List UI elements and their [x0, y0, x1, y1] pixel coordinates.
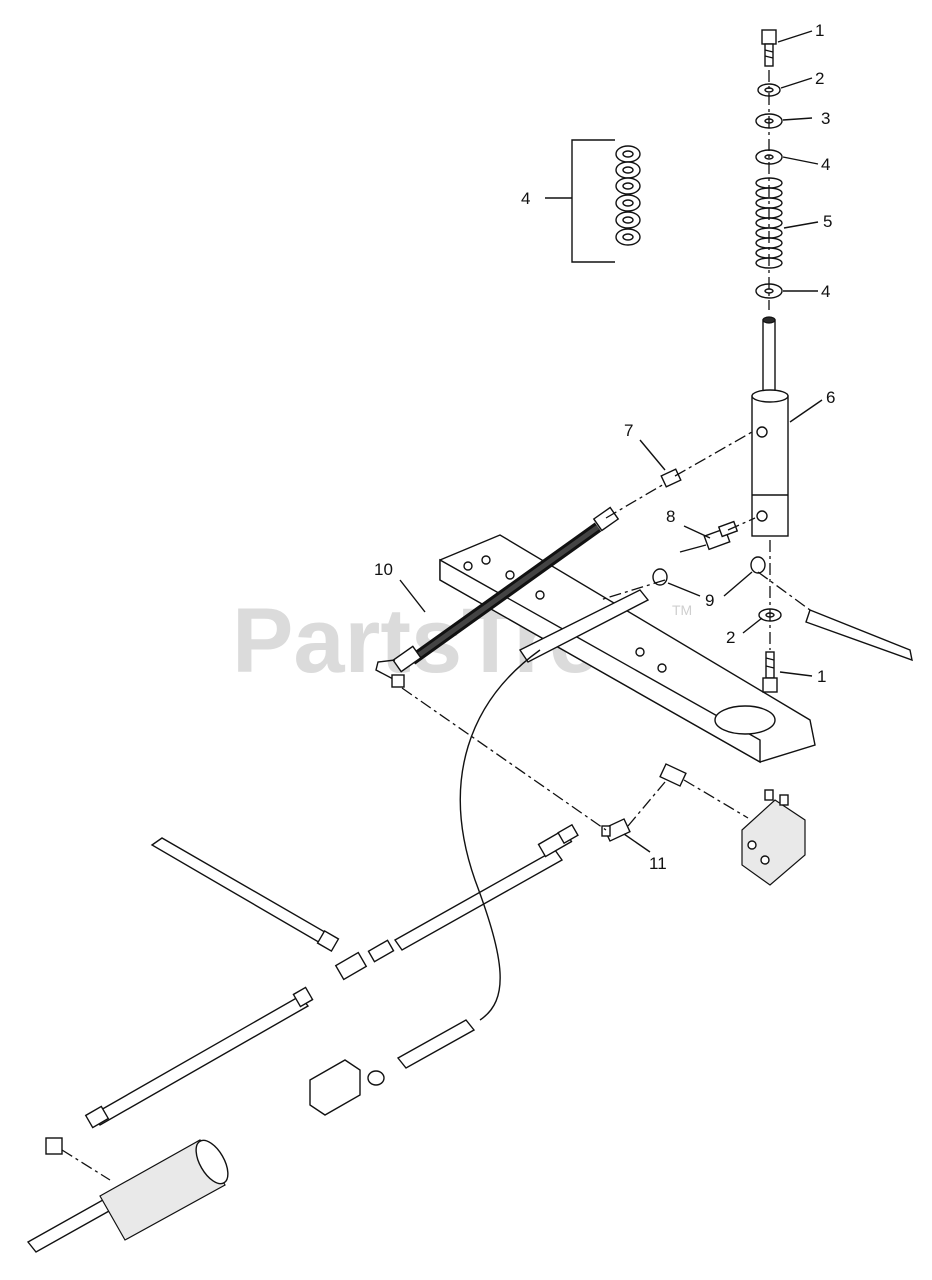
lower-hose-center: [334, 823, 579, 981]
callout-1-bottom: 1: [817, 667, 826, 686]
callout-4-lower: 4: [821, 282, 830, 301]
control-valve: [741, 789, 806, 886]
callout-7: 7: [624, 421, 633, 440]
callout-10: 10: [374, 560, 393, 579]
watermark-trademark: TM: [672, 602, 692, 618]
nut-pair: [652, 556, 766, 586]
assembly-lines: [61, 70, 811, 1181]
lock-washer-top: [757, 83, 781, 97]
callout-4-upper: 4: [821, 155, 830, 174]
callout-4-washer-stack: 4: [521, 189, 530, 208]
washer-stack-bracket: [545, 139, 615, 263]
callout-9: 9: [705, 591, 714, 610]
axle-tube: [518, 589, 913, 663]
callout-2-bottom: 2: [726, 628, 735, 647]
callout-11: 11: [649, 854, 667, 873]
hydraulic-hose: [375, 506, 620, 688]
lower-hose-left: [150, 837, 340, 953]
callout-2-top: 2: [815, 69, 824, 88]
lower-hose-long: [84, 986, 314, 1129]
callout-3: 3: [821, 109, 830, 128]
leader-lines: [399, 30, 823, 853]
mounting-frame: [439, 534, 816, 764]
bottom-bolt: [762, 651, 778, 693]
tee-fitting: [679, 520, 739, 553]
manifold-block: [309, 1059, 385, 1116]
callout-1-top: 1: [815, 21, 824, 40]
callout-6: 6: [826, 388, 835, 407]
hydraulic-cylinder: [751, 316, 789, 537]
washer-stack: [615, 145, 641, 246]
fitting-adapter: [660, 468, 682, 488]
lift-cylinder: [26, 1137, 229, 1253]
elbow-fitting: [659, 763, 687, 787]
callout-5: 5: [823, 212, 832, 231]
return-line: [396, 649, 541, 1069]
top-bolt: [761, 29, 777, 67]
callout-8: 8: [666, 507, 675, 526]
tee-fitting-lower: [601, 818, 631, 842]
